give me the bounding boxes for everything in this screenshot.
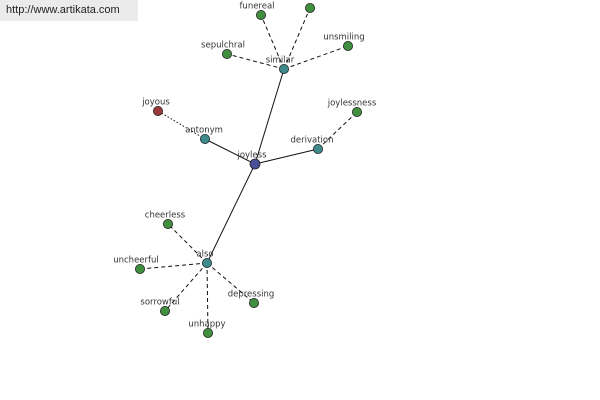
edge-similar-sepulchral (226, 53, 285, 70)
edge-also-cheerless (167, 223, 208, 264)
edge-similar-funereal (260, 14, 285, 70)
center-node-joyless[interactable] (249, 158, 261, 170)
word-label-funereal: funereal (239, 2, 274, 12)
edge-derivation-joylessness (317, 111, 358, 150)
word-node-sepulchral[interactable] (221, 49, 232, 60)
edge-similar-unsmiling (283, 45, 349, 70)
relation-label-also: also (196, 250, 213, 260)
edge-antonym-joyous (157, 110, 206, 140)
word-label-joyous: joyous (141, 98, 170, 108)
word-label-unhappy: unhappy (188, 320, 225, 330)
edge-joyless-also (206, 163, 256, 264)
word-node-similar-1[interactable] (304, 3, 315, 13)
word-node-sorrowful[interactable] (159, 305, 170, 316)
relation-node-antonym[interactable] (199, 133, 210, 144)
word-node-unhappy[interactable] (202, 327, 213, 338)
word-label-depressing: depressing (228, 290, 275, 300)
word-node-funereal[interactable] (255, 9, 266, 20)
word-label-sorrowful: sorrowful (140, 298, 179, 308)
edge-joyless-antonym (204, 138, 256, 165)
word-node-cheerless[interactable] (162, 218, 173, 229)
word-node-unsmiling[interactable] (342, 41, 353, 52)
word-node-uncheerful[interactable] (134, 263, 145, 274)
edge-also-depressing (206, 262, 255, 304)
word-label-unsmiling: unsmiling (323, 33, 364, 43)
word-node-joyous[interactable] (152, 106, 163, 117)
edge-joyless-derivation (254, 148, 319, 165)
site-url-banner[interactable]: http://www.artikata.com (0, 0, 138, 21)
relation-label-derivation: derivation (290, 136, 333, 146)
relation-node-similar[interactable] (278, 64, 289, 75)
relation-node-also[interactable] (201, 257, 212, 268)
edge-also-sorrowful (164, 262, 208, 312)
word-node-depressing[interactable] (248, 297, 259, 308)
relation-label-similar: similar (266, 56, 295, 66)
edge-joyless-similar (254, 68, 285, 165)
word-label-sepulchral: sepulchral (201, 41, 245, 51)
word-label-joylessness: joylessness (327, 99, 377, 109)
relation-label-antonym: antonym (185, 126, 223, 136)
edge-also-unhappy (206, 262, 209, 334)
edge-also-uncheerful (139, 262, 208, 270)
relation-node-derivation[interactable] (312, 143, 323, 154)
word-label-uncheerful: uncheerful (113, 256, 159, 266)
center-label-joyless: joyless (236, 151, 267, 161)
word-label-cheerless: cheerless (145, 211, 186, 221)
word-node-joylessness[interactable] (351, 107, 362, 118)
